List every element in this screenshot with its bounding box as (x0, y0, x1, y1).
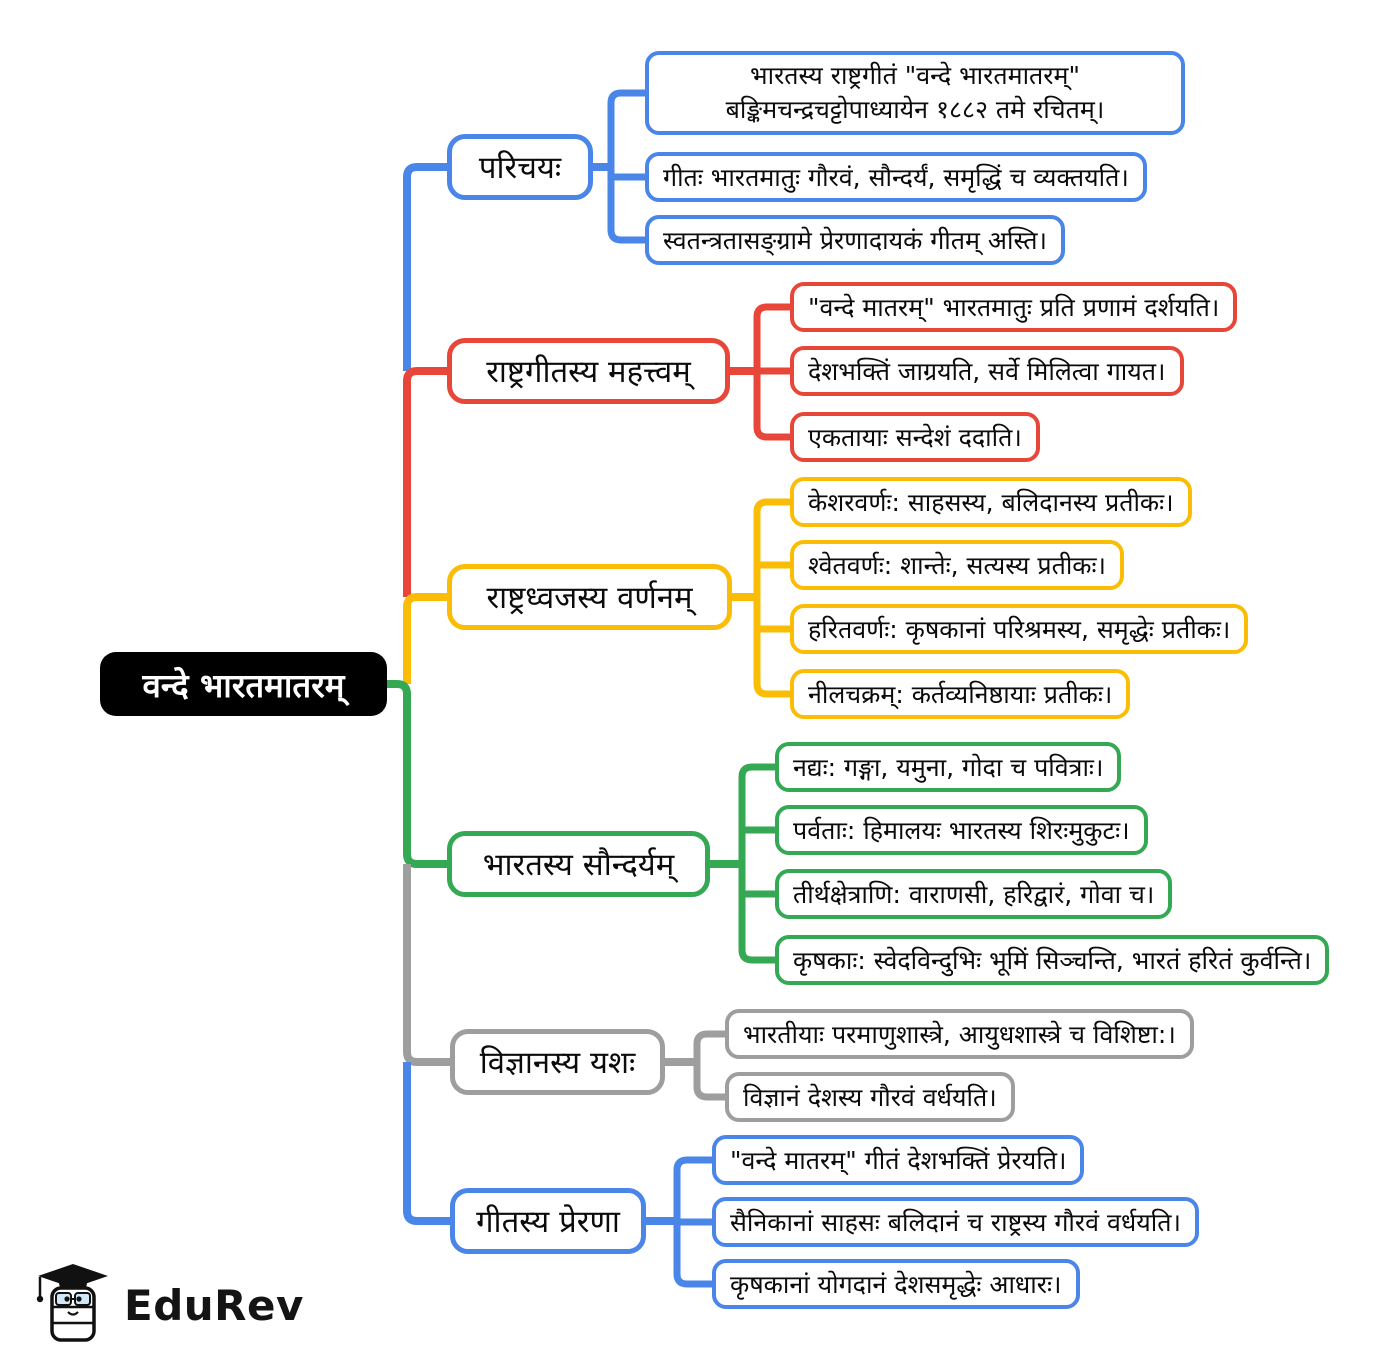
child-node: सैनिकानां साहसः बलिदानं च राष्ट्रस्य गौर… (712, 1197, 1199, 1247)
child-node: नद्यः: गङ्गा, यमुना, गोदा च पवित्राः। (775, 742, 1122, 792)
child-node: हरितवर्णः: कृषकानां परिश्रमस्य, समृद्धेः… (790, 604, 1249, 654)
child-node: स्वतन्त्रतासङ्ग्रामे प्रेरणादायकं गीतम् … (645, 215, 1065, 265)
child-node: कृषकाः: स्वेदविन्दुभिः भूमिं सिञ्चन्ति, … (775, 935, 1330, 985)
child-node: तीर्थक्षेत्राणि: वाराणसी, हरिद्वारं, गोव… (775, 869, 1173, 919)
mindmap-root-node: वन्दे भारतमातरम् (100, 652, 387, 716)
child-node: विज्ञानं देशस्य गौरवं वर्धयति। (725, 1072, 1015, 1122)
edurev-logo: EduRev (36, 1262, 304, 1348)
child-node: श्वेतवर्णः: शान्तेः, सत्यस्य प्रतीकः। (790, 540, 1125, 590)
child-node: भारतस्य राष्ट्रगीतं "वन्दे भारतमातरम्" ब… (645, 51, 1185, 135)
branch-india-beauty: भारतस्य सौन्दर्यम् (447, 831, 710, 897)
child-node: एकतायाः सन्देशं ददाति। (790, 412, 1040, 462)
child-node: भारतीयाः परमाणुशास्त्रे, आयुधशास्त्रे च … (725, 1009, 1194, 1059)
child-node: "वन्दे मातरम्" गीतं देशभक्तिं प्रेरयति। (712, 1135, 1085, 1185)
child-node: कृषकानां योगदानं देशसमृद्धेः आधारः। (712, 1259, 1080, 1309)
edurev-mascot-icon (36, 1262, 110, 1348)
branch-anthem-importance: राष्ट्रगीतस्य महत्त्वम् (447, 338, 730, 404)
branch-song-inspiration: गीतस्य प्रेरणा (450, 1188, 646, 1254)
branch-flag-description: राष्ट्रध्वजस्य वर्णनम् (447, 564, 732, 630)
child-node: गीतः भारतमातुः गौरवं, सौन्दर्यं, समृद्धि… (645, 152, 1147, 202)
child-node: "वन्दे मातरम्" भारतमातुः प्रति प्रणामं द… (790, 282, 1238, 332)
branch-science-fame: विज्ञानस्य यशः (450, 1029, 665, 1095)
child-node: नीलचक्रम्: कर्तव्यनिष्ठायाः प्रतीकः। (790, 669, 1131, 719)
edurev-brand-text: EduRev (124, 1280, 304, 1330)
child-node: देशभक्तिं जाग्रयति, सर्वे मिलित्वा गायत। (790, 346, 1184, 396)
child-node: केशरवर्णः: साहसस्य, बलिदानस्य प्रतीकः। (790, 477, 1192, 527)
child-node: पर्वताः: हिमालयः भारतस्य शिरःमुकुटः। (775, 805, 1148, 855)
branch-introduction: परिचयः (447, 134, 593, 200)
